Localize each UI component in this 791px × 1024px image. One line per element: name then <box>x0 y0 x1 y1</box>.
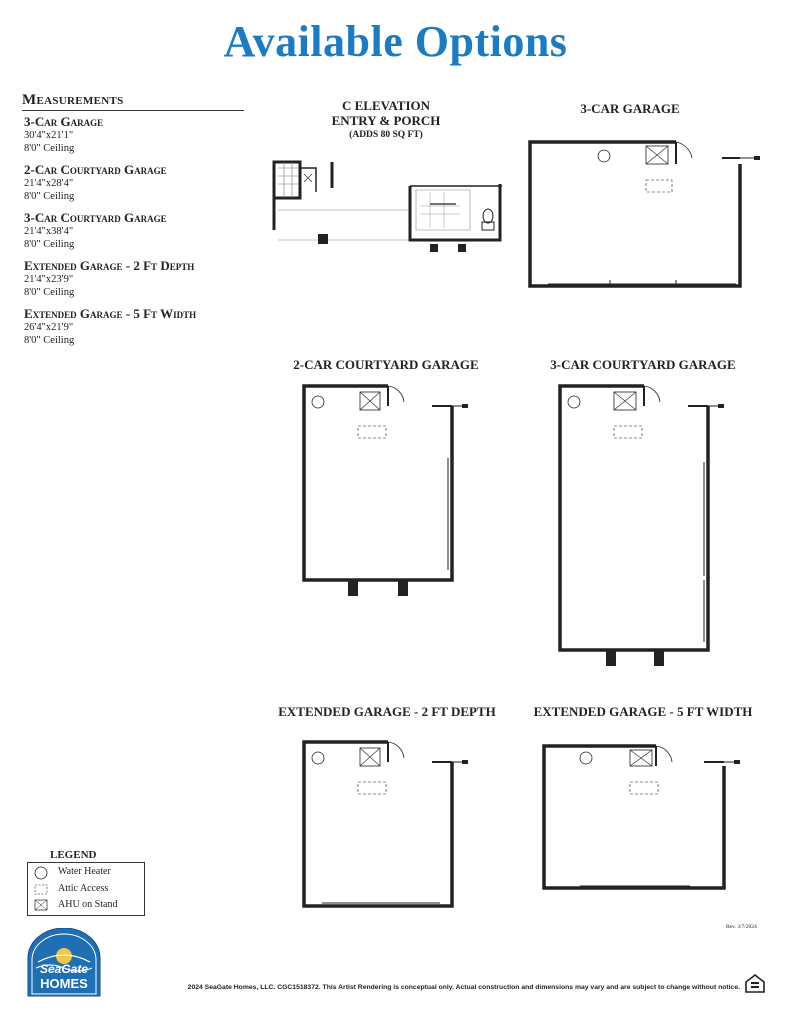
seagate-homes-logo <box>27 928 101 997</box>
plan-title-line: C ELEVATION <box>341 98 431 113</box>
measurement-item: 3-Car Courtyard Garage 21'4"x38'4" 8'0" … <box>24 210 264 251</box>
legend-label-water-heater: Water Heater <box>58 866 111 877</box>
3-car-courtyard-floor-plan <box>558 384 724 666</box>
plan-title-line: (ADDS 80 SQ FT) <box>349 130 423 140</box>
plan-title-3-car-garage: 3-CAR GARAGE <box>580 101 680 116</box>
measurement-ceiling: 8'0" Ceiling <box>24 287 75 298</box>
measurement-name: 2-Car Courtyard Garage <box>24 162 167 177</box>
footer-disclaimer: 2024 SeaGate Homes, LLC. CGC1518372. Thi… <box>187 984 740 991</box>
measurements-heading: Measurements <box>22 92 244 111</box>
plan-title-extended-depth: EXTENDED GARAGE - 2 FT DEPTH <box>278 704 496 719</box>
2-car-courtyard-floor-plan <box>302 384 468 596</box>
legend-title: LEGEND <box>50 849 97 861</box>
measurement-dims: 26'4"x21'9" <box>24 322 74 333</box>
measurement-name: Extended Garage - 5 Ft Width <box>24 306 197 321</box>
measurement-dims: 30'4"x21'1" <box>24 130 74 141</box>
measurement-item: 3-Car Garage 30'4"x21'1" 8'0" Ceiling <box>24 114 264 155</box>
plan-title-c-elevation: C ELEVATION ENTRY & PORCH (ADDS 80 SQ FT… <box>316 98 456 143</box>
3-car-garage-floor-plan <box>528 140 760 288</box>
legend-symbols <box>34 866 48 911</box>
logo-text-seagate: SeaGate <box>39 962 89 976</box>
legend-label-ahu: AHU on Stand <box>58 899 118 910</box>
measurement-item: 2-Car Courtyard Garage 21'4"x28'4" 8'0" … <box>24 162 264 203</box>
water-heater-icon <box>34 866 48 880</box>
logo-text-homes: HOMES <box>40 976 88 991</box>
extended-depth-floor-plan <box>302 740 468 908</box>
revision-date: Rev. 3/7/2024 <box>726 924 757 930</box>
measurement-ceiling: 8'0" Ceiling <box>24 191 75 202</box>
plan-title-2-car-courtyard: 2-CAR COURTYARD GARAGE <box>293 357 479 372</box>
legend-label-attic-access: Attic Access <box>58 883 109 894</box>
measurement-item: Extended Garage - 2 Ft Depth 21'4"x23'9"… <box>24 258 264 299</box>
measurement-name: 3-Car Courtyard Garage <box>24 210 167 225</box>
measurement-name: Extended Garage - 2 Ft Depth <box>24 258 195 273</box>
measurement-name: 3-Car Garage <box>24 114 104 129</box>
measurement-dims: 21'4"x23'9" <box>24 274 74 285</box>
measurement-ceiling: 8'0" Ceiling <box>24 239 75 250</box>
c-elevation-floor-plan <box>272 160 502 252</box>
measurement-item: Extended Garage - 5 Ft Width 26'4"x21'9"… <box>24 306 264 347</box>
plan-title-extended-width: EXTENDED GARAGE - 5 FT WIDTH <box>533 704 753 719</box>
ahu-icon <box>34 899 48 911</box>
extended-width-floor-plan <box>542 744 740 890</box>
legend-box: Water Heater Attic Access AHU on Stand <box>27 862 145 916</box>
measurement-dims: 21'4"x38'4" <box>24 226 74 237</box>
plan-title-3-car-courtyard: 3-CAR COURTYARD GARAGE <box>550 357 736 372</box>
equal-housing-icon <box>745 973 765 993</box>
measurement-dims: 21'4"x28'4" <box>24 178 74 189</box>
measurement-ceiling: 8'0" Ceiling <box>24 335 75 346</box>
page-title: Available Options <box>223 17 568 66</box>
plan-title-line: ENTRY & PORCH <box>331 113 441 128</box>
attic-access-icon <box>34 884 48 895</box>
measurement-ceiling: 8'0" Ceiling <box>24 143 75 154</box>
